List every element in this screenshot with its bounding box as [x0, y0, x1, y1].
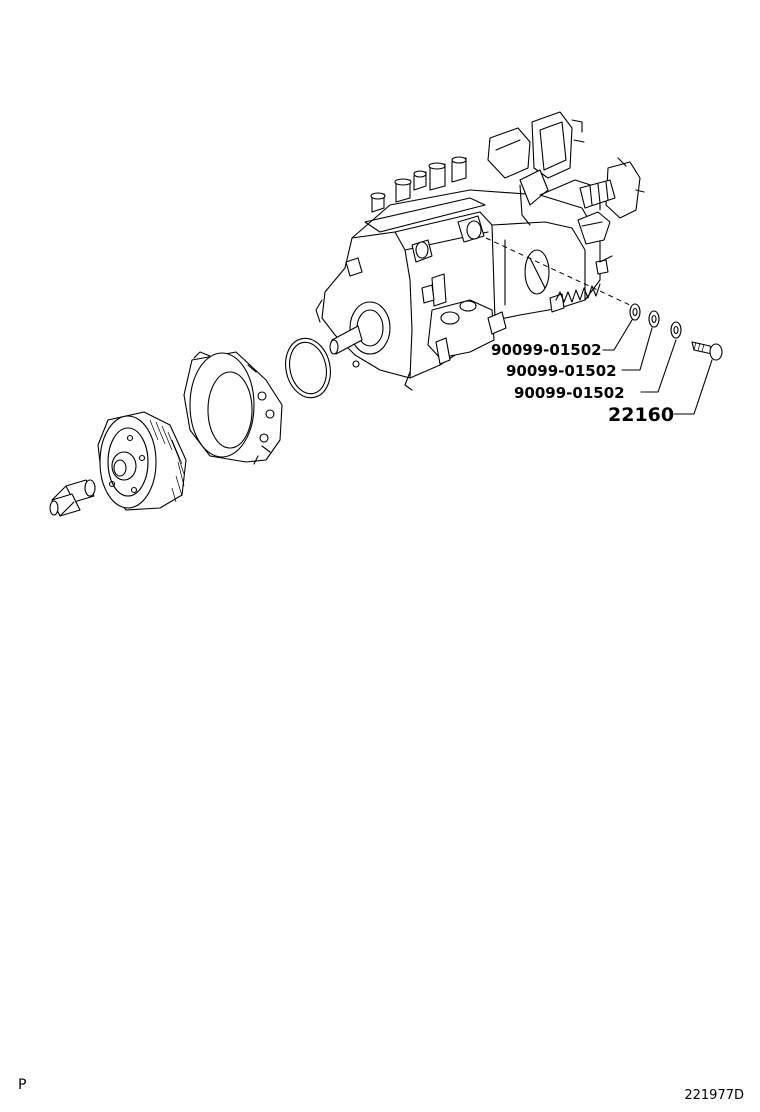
callout-label-1: 90099-01502	[491, 341, 602, 359]
delivery-valve-holders	[364, 156, 486, 233]
spring	[555, 283, 601, 303]
washer-1	[629, 303, 641, 321]
callout-label-2: 90099-01502	[506, 362, 617, 380]
timer-housing	[183, 351, 283, 465]
leader-lines	[602, 319, 713, 415]
injection-pump-assembly	[315, 111, 645, 391]
washer-3	[670, 321, 682, 339]
drive-shaft-flange	[329, 301, 391, 355]
governor-housing	[487, 111, 601, 226]
washer-2	[648, 310, 660, 328]
union-bolt	[691, 341, 723, 361]
side-fittings	[345, 215, 613, 313]
illustration-code: 221977D	[684, 1088, 744, 1103]
boost-compensator	[577, 157, 645, 245]
timer-gear	[97, 411, 187, 511]
callout-label-3: 90099-01502	[514, 384, 625, 402]
feed-pump	[427, 299, 507, 365]
corner-mark: P	[18, 1077, 27, 1093]
callout-label-4: 22160	[608, 404, 674, 426]
shaft-sleeve	[49, 479, 96, 517]
o-ring	[285, 337, 331, 399]
